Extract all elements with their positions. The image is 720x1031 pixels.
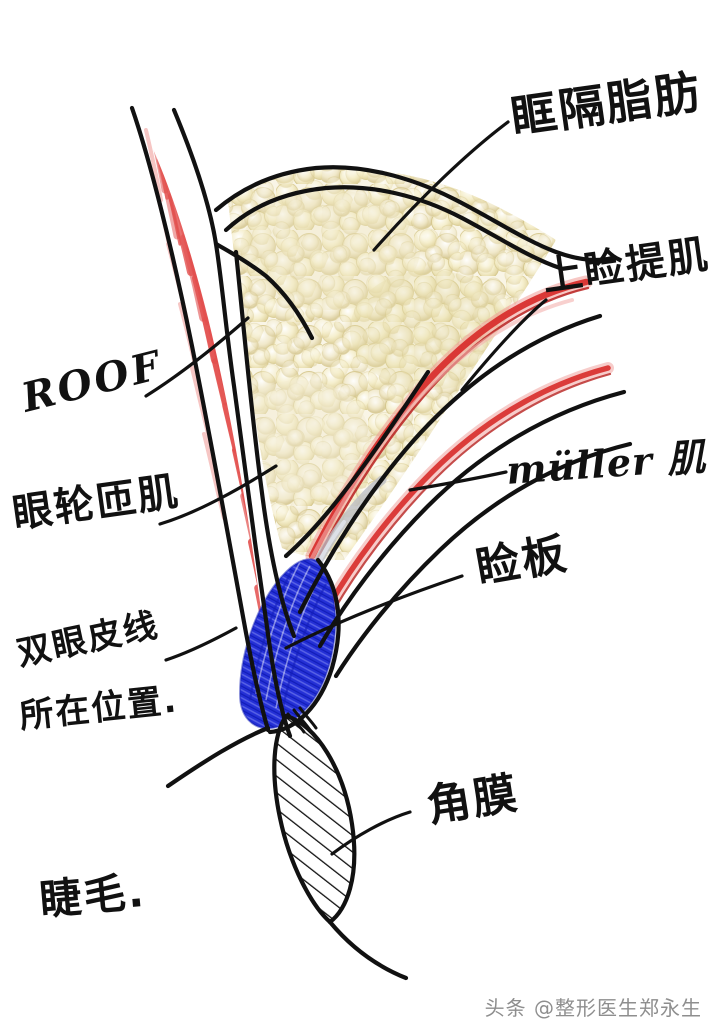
leader-cornea bbox=[330, 810, 412, 856]
leader-lines bbox=[144, 120, 548, 856]
skin-outline bbox=[129, 105, 633, 981]
leader-orbital-fat bbox=[372, 120, 510, 252]
orbital-fat-body bbox=[228, 167, 556, 560]
watermark: 头条 @整形医生郑永生 bbox=[484, 996, 702, 1020]
leader-muller bbox=[408, 470, 508, 492]
leader-double-eyelid bbox=[164, 626, 238, 662]
leader-levator bbox=[460, 298, 548, 392]
levator-band bbox=[305, 275, 593, 568]
leader-roof bbox=[144, 316, 250, 398]
label-eyelash: 睫毛. bbox=[37, 866, 148, 925]
cornea-body bbox=[272, 706, 357, 925]
leader-orbicularis bbox=[158, 464, 278, 526]
muller-band bbox=[324, 362, 614, 612]
leader-tarsus bbox=[284, 574, 464, 650]
